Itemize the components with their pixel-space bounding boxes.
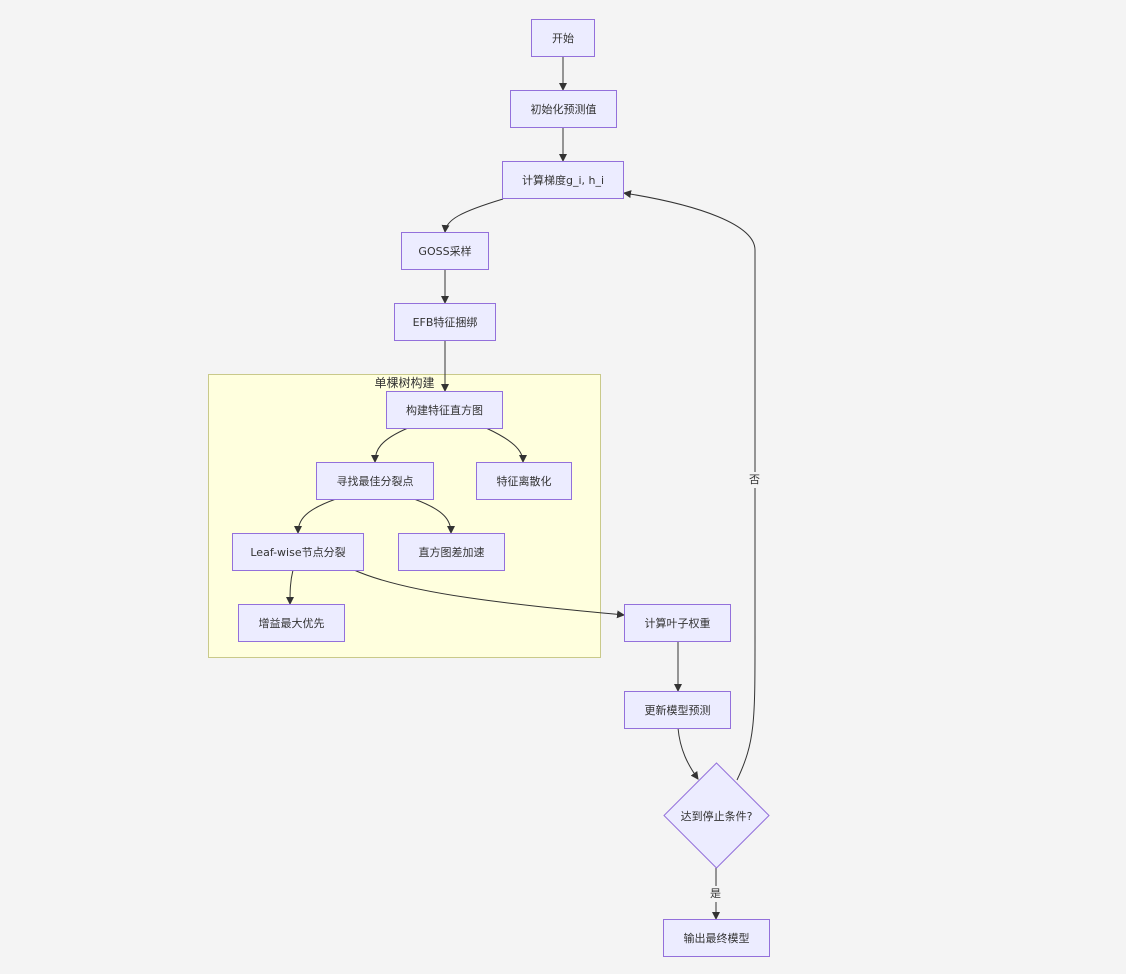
node-update-model: 更新模型预测 — [624, 691, 731, 729]
node-find-best-split: 寻找最佳分裂点 — [316, 462, 434, 500]
node-histogram-diff: 直方图差加速 — [398, 533, 505, 571]
edge-update-stop — [677, 727, 699, 780]
node-init-prediction: 初始化预测值 — [510, 90, 617, 128]
node-goss-sampling: GOSS采样 — [401, 232, 489, 270]
edge-split-leafwise — [294, 498, 337, 534]
edge-leafwise-gain — [286, 569, 295, 605]
node-compute-leaf-weight: 计算叶子权重 — [624, 604, 731, 642]
node-start: 开始 — [531, 19, 595, 57]
node-compute-gradient: 计算梯度g_i, h_i — [502, 161, 624, 199]
node-efb-bundling: EFB特征捆绑 — [394, 303, 496, 341]
edge-label-no: 否 — [747, 472, 762, 488]
node-build-histogram: 构建特征直方图 — [386, 391, 503, 429]
edge-hist-split — [371, 427, 409, 463]
subgraph-title: 单棵树构建 — [374, 376, 435, 390]
stop-condition-label: 达到停止条件? — [680, 809, 753, 823]
edge-split-histdiff — [413, 498, 455, 534]
edge-hist-discretize — [485, 427, 527, 463]
edge-grad-goss — [441, 198, 504, 233]
edge-stop-grad-loop — [623, 190, 756, 781]
node-feature-discretization: 特征离散化 — [476, 462, 572, 500]
edge-leafwise-weight — [353, 569, 625, 619]
node-leafwise-split: Leaf-wise节点分裂 — [232, 533, 364, 571]
edge-label-yes: 是 — [708, 886, 723, 902]
node-max-gain-first: 增益最大优先 — [238, 604, 345, 642]
node-stop-condition: 达到停止条件? — [663, 762, 770, 869]
node-output-model: 输出最终模型 — [663, 919, 770, 957]
